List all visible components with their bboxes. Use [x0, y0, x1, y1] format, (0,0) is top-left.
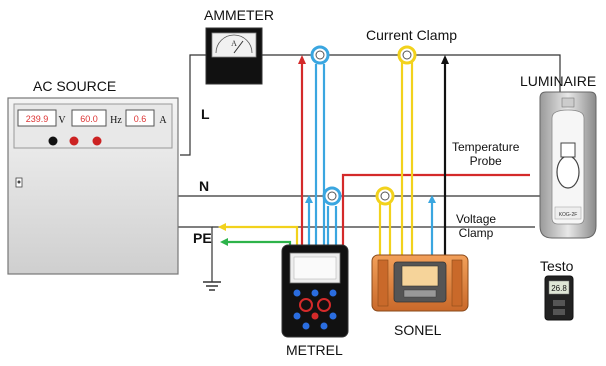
sonel-instrument [371, 254, 469, 312]
source-frequency-value: 60.0 [80, 114, 98, 124]
metrel-yellow-arrow [218, 223, 226, 231]
current-clamp-l-sonel [397, 45, 417, 65]
line-l-wire-2 [262, 54, 561, 95]
temperature-probe-wire [341, 173, 530, 245]
testo-label: Testo [540, 258, 574, 274]
ammeter-label: AMMETER [204, 7, 274, 23]
metrel-blue-arrow-3 [305, 195, 313, 203]
luminaire-label: LUMINAIRE [520, 73, 597, 89]
source-current-value: 0.6 [134, 114, 147, 124]
ac-source-label: AC SOURCE [33, 78, 117, 94]
source-voltage-unit: V [58, 115, 66, 126]
luminaire-plate-text: KOG-2F [559, 212, 578, 218]
metrel-yellow-lead [222, 225, 299, 245]
ammeter-face-symbol: A [231, 39, 237, 48]
metrel-red-arrow [298, 55, 306, 64]
sonel-blue-arrow [428, 195, 436, 203]
line-l-label: L [201, 106, 210, 122]
current-clamp-l-metrel [310, 45, 330, 65]
metrel-green-arrow [220, 238, 228, 246]
temperature-probe-label: Temperature Probe [452, 140, 519, 168]
testo-thermometer [544, 275, 574, 321]
metrel-green-lead [224, 240, 292, 245]
temperature-probe-label-line1: Temperature [452, 140, 520, 154]
source-frequency-unit: Hz [110, 115, 122, 126]
line-pe-label: PE [193, 230, 212, 246]
metrel-instrument [281, 244, 349, 338]
testo-reading: 26.8 [551, 284, 567, 293]
line-n-label: N [199, 178, 210, 194]
temperature-probe-label-line2: Probe [469, 154, 502, 168]
voltage-clamp-label: Voltage Clamp [456, 212, 496, 240]
voltage-clamp-label-line1: Voltage [456, 212, 497, 226]
wiring [178, 54, 561, 291]
line-l-wire [180, 54, 206, 156]
sonel-label: SONEL [394, 322, 442, 338]
current-clamp-n-metrel [322, 186, 342, 206]
current-clamp-label: Current Clamp [366, 27, 458, 43]
source-current-unit: A [159, 115, 167, 126]
luminaire-device [539, 91, 597, 239]
voltage-clamp-label-line2: Clamp [458, 226, 494, 240]
metrel-label: METREL [286, 342, 343, 358]
ammeter-device [205, 27, 263, 85]
ac-source-unit [7, 97, 179, 275]
sonel-black-arrow [441, 55, 449, 64]
current-clamp-n-sonel [375, 186, 395, 206]
source-voltage-value: 239.9 [26, 114, 49, 124]
